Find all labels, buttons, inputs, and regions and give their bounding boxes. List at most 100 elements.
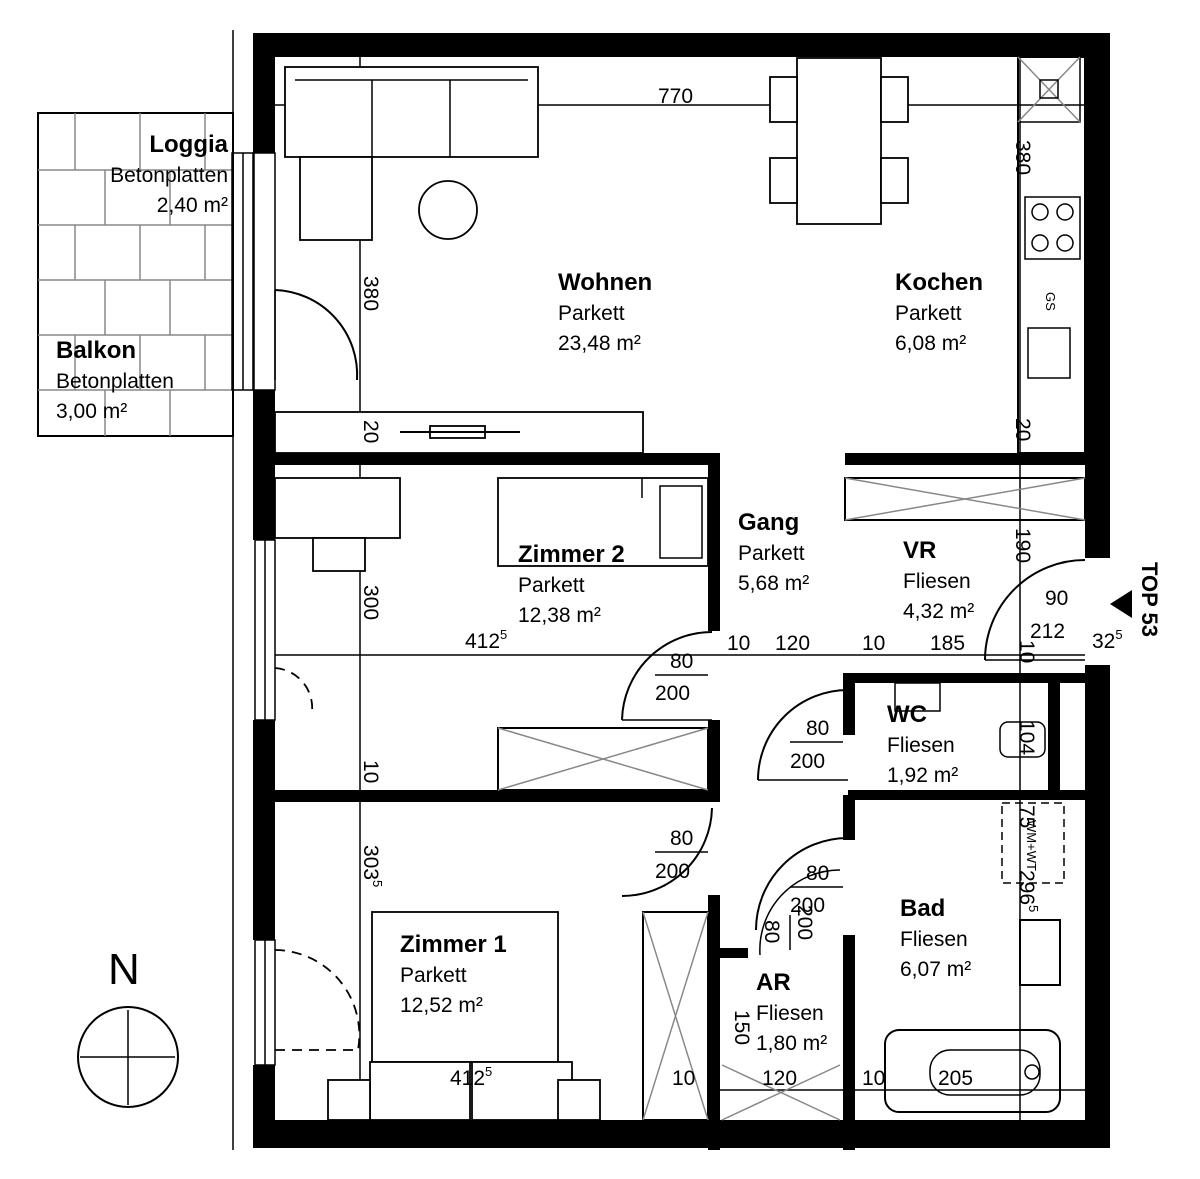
room-loggia-area: 2,40 m² [157,194,228,217]
dim-120-b: 120 [762,1067,797,1090]
entrance-arrow-icon [1110,590,1132,618]
dim-770: 770 [658,85,693,108]
room-loggia-floor: Betonplatten [110,164,228,187]
dining-table [769,57,909,225]
washer-label: WM+WT [1024,820,1039,871]
room-wohnen-area: 23,48 m² [558,332,641,355]
dim-10-left: 10 [359,760,382,783]
room-zimmer2-name: Zimmer 2 [518,541,625,568]
room-wc: WC Fliesen 1,92 m² [887,701,958,787]
window-door-zimmer2 [274,667,314,713]
room-balkon-name: Balkon [56,337,136,364]
sofa [284,66,539,241]
room-zimmer2-area: 12,38 m² [518,604,601,627]
dim-205: 205 [938,1067,973,1090]
room-kochen-name: Kochen [895,269,983,296]
room-zimmer1: Zimmer 1 Parkett 12,52 m² [400,931,507,1017]
dim-10-f: 10 [862,1067,885,1090]
room-ar-name: AR [756,969,791,996]
room-wohnen-name: Wohnen [558,269,652,296]
room-gang-area: 5,68 m² [738,572,809,595]
storage-ar [721,1064,841,1121]
room-wc-area: 1,92 m² [887,764,958,787]
room-wc-floor: Fliesen [887,734,955,757]
dim-10-a: 10 [727,632,750,655]
room-kochen-floor: Parkett [895,302,962,325]
door5-height: 200 [793,905,816,940]
wardrobe-zimmer2 [497,727,709,791]
dishwasher-label: GS [1043,292,1058,311]
room-wohnen: Wohnen Parkett 23,48 m² [558,269,652,355]
room-vr-area: 4,32 m² [903,600,974,623]
room-loggia-name: Loggia [149,131,228,158]
room-wohnen-floor: Parkett [558,302,625,325]
room-gang-floor: Parkett [738,542,805,565]
dim-4125-bottom: 4125 [450,1064,492,1090]
room-balkon-floor: Betonplatten [56,370,174,393]
wc-fixtures [894,682,1046,758]
unit-label: TOP 53 [1137,562,1162,637]
bed-zimmer2 [497,477,709,567]
room-kochen: Kochen Parkett 6,08 m² [895,269,983,355]
room-gang: Gang Parkett 5,68 m² [738,509,809,595]
dim-190: 190 [1011,528,1034,563]
dim-325: 325 [1092,627,1123,653]
dim-212: 212 [1030,620,1065,643]
door-swings [621,559,1086,956]
room-bad-name: Bad [900,895,945,922]
room-zimmer1-floor: Parkett [400,964,467,987]
dim-300: 300 [359,585,382,620]
room-ar-area: 1,80 m² [756,1032,827,1055]
room-bad: Bad Fliesen 6,07 m² [900,895,971,981]
dim-380-wohnen: 380 [359,276,382,311]
kitchen-counter [1017,56,1086,454]
dim-2965: 2965 [1015,870,1041,912]
room-bad-area: 6,07 m² [900,958,971,981]
dim-120-a: 120 [775,632,810,655]
dim-20-right: 20 [1011,418,1034,441]
door4-width: 80 [806,862,829,885]
room-zimmer2: Zimmer 2 Parkett 12,38 m² [518,541,625,627]
window-door-zimmer1 [274,949,361,1051]
dim-90: 90 [1045,587,1068,610]
room-zimmer1-name: Zimmer 1 [400,931,507,958]
room-kochen-area: 6,08 m² [895,332,966,355]
door4-height: 200 [790,894,825,917]
dim-10-c: 10 [1015,640,1038,663]
dim-20-left: 20 [359,420,382,443]
room-ar-floor: Fliesen [756,1002,824,1025]
room-zimmer1-area: 12,52 m² [400,994,483,1017]
door2-width: 80 [806,717,829,740]
door2-height: 200 [790,750,825,773]
paving-pattern [38,113,233,436]
balcony-loggia [37,30,234,1150]
room-vr-floor: Fliesen [903,570,971,593]
door1-width: 80 [670,650,693,673]
dimension-labels: 770 380 380 20 20 190 300 4125 10 120 10… [359,85,1123,1090]
coffee-table [418,180,478,240]
dim-185: 185 [930,632,965,655]
room-vr-name: VR [903,537,936,564]
loggia-door-swing [274,289,359,381]
dim-104: 104 [1015,720,1038,755]
room-balkon: Balkon Betonplatten 3,00 m² [56,337,174,423]
room-wc-name: WC [887,701,927,728]
door1-height: 200 [655,682,690,705]
dim-150: 150 [730,1010,753,1045]
north-label: N [108,945,140,994]
door3-width: 80 [670,827,693,850]
dim-10-e: 10 [672,1067,695,1090]
room-balkon-area: 3,00 m² [56,400,127,423]
room-bad-floor: Fliesen [900,928,968,951]
dim-10-b: 10 [862,632,885,655]
door5-width: 80 [760,920,783,943]
door3-height: 200 [655,860,690,883]
dim-4125-top: 4125 [465,627,507,653]
dim-3035: 3035 [359,845,385,887]
wardrobe-zimmer1 [642,911,709,1121]
tv-sideboard [274,411,644,454]
room-loggia: Loggia Betonplatten 2,40 m² [110,131,229,217]
bath-fixtures [884,802,1065,1113]
room-zimmer2-floor: Parkett [518,574,585,597]
